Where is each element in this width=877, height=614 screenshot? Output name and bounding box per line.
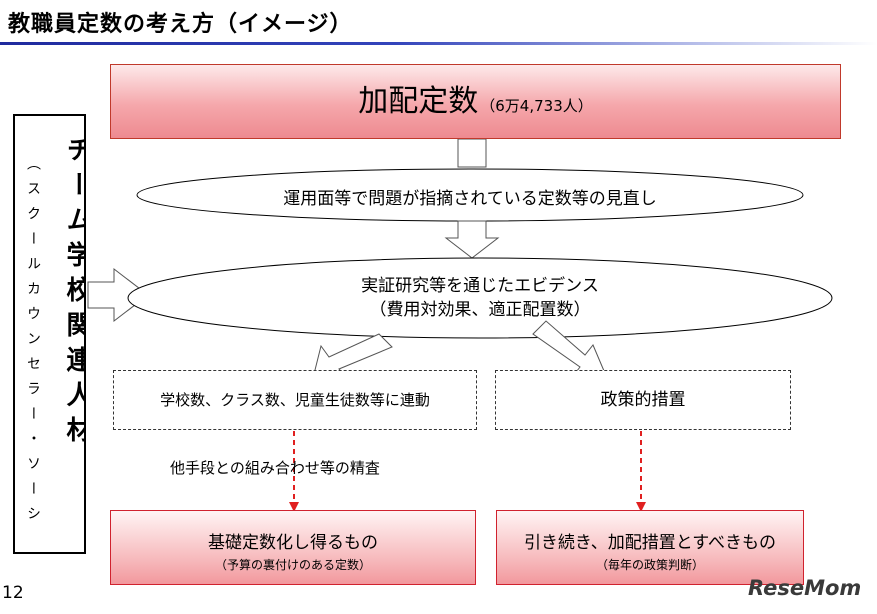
resemom-logo: ReseMom (748, 576, 862, 600)
kahai-teisu-label: 加配定数 (358, 84, 479, 119)
side-sub-label: （スクールカウンセラー・ソーシ (25, 156, 41, 531)
continued-kahai-box: 引き続き、加配措置とすべきもの （毎年の政策判断） (496, 510, 804, 585)
connector-top (457, 138, 487, 168)
page-number: 12 (2, 583, 24, 603)
arrow-diag-right (532, 320, 608, 379)
basic-quota-box: 基礎定数化し得るもの （予算の裏付けのある定数） (110, 510, 476, 585)
annotation-text: 他手段との組み合わせ等の精査 (170, 459, 380, 477)
team-school-staff-box: チーム学校関連人材 （スクールカウンセラー・ソーシ (13, 114, 86, 554)
ellipse-evidence-text: 実証研究等を通じたエビデンス （費用対効果、適正配置数） (140, 274, 820, 322)
ellipse-evidence-line1: 実証研究等を通じたエビデンス (361, 276, 599, 296)
arrow-down-1 (444, 220, 500, 259)
continued-kahai-label: 引き続き、加配措置とすべきもの (523, 533, 777, 553)
title-underline (0, 42, 877, 45)
kahai-teisu-box: 加配定数（6万4,733人） (110, 64, 841, 139)
basic-quota-note: （予算の裏付けのある定数） (214, 558, 371, 572)
page-title: 教職員定数の考え方（イメージ） (8, 12, 353, 37)
ellipse-review-label: 運用面等で問題が指摘されている定数等の見直し (283, 189, 657, 209)
continued-kahai-note: （毎年の政策判断） (595, 558, 704, 572)
kahai-teisu-count: （6万4,733人） (480, 97, 593, 115)
policy-measure-box: 政策的措置 (495, 370, 791, 430)
basic-quota-label: 基礎定数化し得るもの (208, 533, 378, 553)
linked-count-box: 学校数、クラス数、児童生徒数等に連動 (113, 370, 477, 430)
arrow-side-right (87, 267, 149, 323)
ellipse-evidence-line2: （費用対効果、適正配置数） (369, 300, 591, 320)
side-main-label: チーム学校関連人材 (62, 136, 86, 451)
ellipse-evidence (127, 257, 833, 339)
